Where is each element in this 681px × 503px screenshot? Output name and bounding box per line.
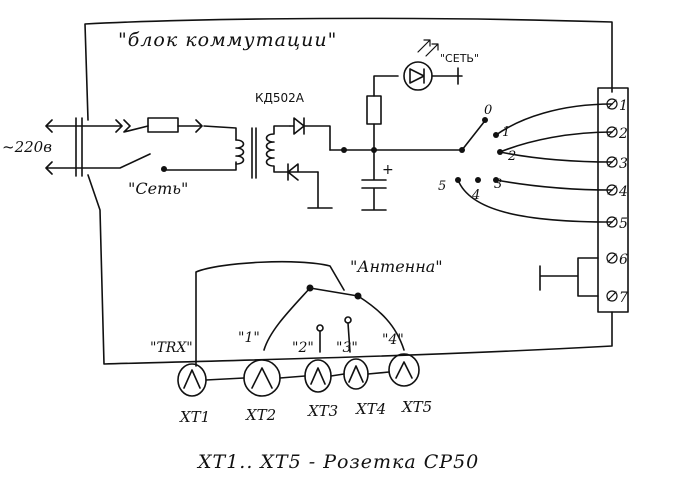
svg-text:5: 5	[619, 216, 628, 232]
power-led	[403, 61, 433, 91]
selector-contact-0	[482, 117, 488, 123]
socket-tag-4: "4"	[382, 332, 404, 348]
node-rail-1	[341, 147, 347, 153]
socket-xt1	[177, 363, 207, 397]
transformer-core	[251, 127, 257, 179]
socket-name-xt4: XT4	[355, 400, 386, 418]
socket-tag-1: "1"	[238, 330, 260, 346]
mains-wire-top	[81, 119, 149, 133]
led-label: "СЕТЬ"	[440, 52, 479, 65]
antenna-switch-label: "Антенна"	[350, 257, 443, 276]
connector-pin-5: 5	[606, 216, 628, 232]
socket-xt4	[343, 358, 369, 390]
ground-lower	[307, 171, 333, 209]
socket-name-xt3: XT3	[307, 402, 338, 420]
mains-plug-lines	[45, 117, 83, 177]
mains-switch-label: "Сеть"	[128, 179, 188, 198]
selector-position-3: 3	[494, 177, 502, 192]
svg-text:7: 7	[619, 290, 628, 306]
socket-xt3	[304, 359, 332, 393]
selector-wiper	[461, 121, 485, 151]
socket-name-xt2: XT2	[245, 406, 276, 424]
diode-lower	[287, 163, 319, 181]
socket-tag-trx: "TRX"	[150, 340, 193, 356]
socket-tag-3: "3"	[336, 340, 358, 356]
connector-pin-2: 2	[606, 126, 628, 142]
antenna-wiper	[309, 287, 359, 297]
connector-pin-4: 4	[606, 184, 628, 200]
transformer-secondary-winding	[265, 125, 291, 173]
antenna-contact-d	[344, 316, 352, 324]
selector-position-0: 0	[484, 103, 492, 118]
selector-output-wires	[457, 103, 613, 223]
antenna-contact-c	[316, 324, 324, 332]
svg-text:3: 3	[619, 156, 628, 172]
filter-capacitor	[361, 149, 387, 211]
led-symbol	[409, 67, 463, 85]
antenna-output-wires	[263, 287, 405, 353]
selector-common	[459, 147, 465, 153]
output-connector	[597, 87, 629, 313]
unit-title: "блок коммутации"	[118, 29, 337, 51]
mains-switch-contact	[161, 166, 167, 172]
mains-wire-top-2	[177, 119, 237, 141]
mains-switch	[81, 153, 237, 171]
enclosure-outline	[84, 17, 613, 365]
socket-name-xt5: XT5	[401, 398, 432, 416]
led-light-arrows	[417, 39, 439, 57]
selector-position-4: 4	[471, 188, 480, 203]
connector-pin-1: 1	[606, 98, 628, 114]
diode-upper	[289, 117, 331, 151]
resistor-branch	[373, 75, 399, 151]
svg-text:4: 4	[618, 184, 628, 200]
svg-text:2: 2	[618, 126, 628, 142]
selector-position-5: 5	[438, 179, 446, 194]
antenna-common-wire	[195, 260, 345, 367]
caption: XT1.. XT5 - Розетка CP50	[196, 451, 479, 473]
connector-pins-6-7-link	[539, 257, 599, 297]
selector-position-1: 1	[502, 125, 510, 140]
socket-tag-2: "2"	[292, 340, 314, 356]
transformer-primary-winding	[235, 139, 245, 165]
diode-type-label: КД502А	[255, 91, 305, 105]
capacitor-plus: +	[382, 162, 394, 178]
svg-text:6: 6	[619, 252, 628, 268]
socket-xt5	[388, 353, 420, 387]
mains-voltage-label: ~220в	[2, 138, 52, 156]
connector-pin-6: 6	[606, 252, 628, 268]
mains-fuse	[147, 117, 179, 133]
connector-pin-3: 3	[606, 156, 628, 172]
socket-xt2	[243, 359, 281, 397]
selector-contact-4	[475, 177, 481, 183]
resistor	[366, 95, 382, 125]
svg-text:1: 1	[619, 98, 628, 114]
selector-position-2: 2	[507, 149, 516, 164]
socket-ground-bar	[205, 371, 390, 381]
socket-name-xt1: XT1	[179, 408, 210, 426]
connector-pin-7: 7	[606, 290, 628, 306]
